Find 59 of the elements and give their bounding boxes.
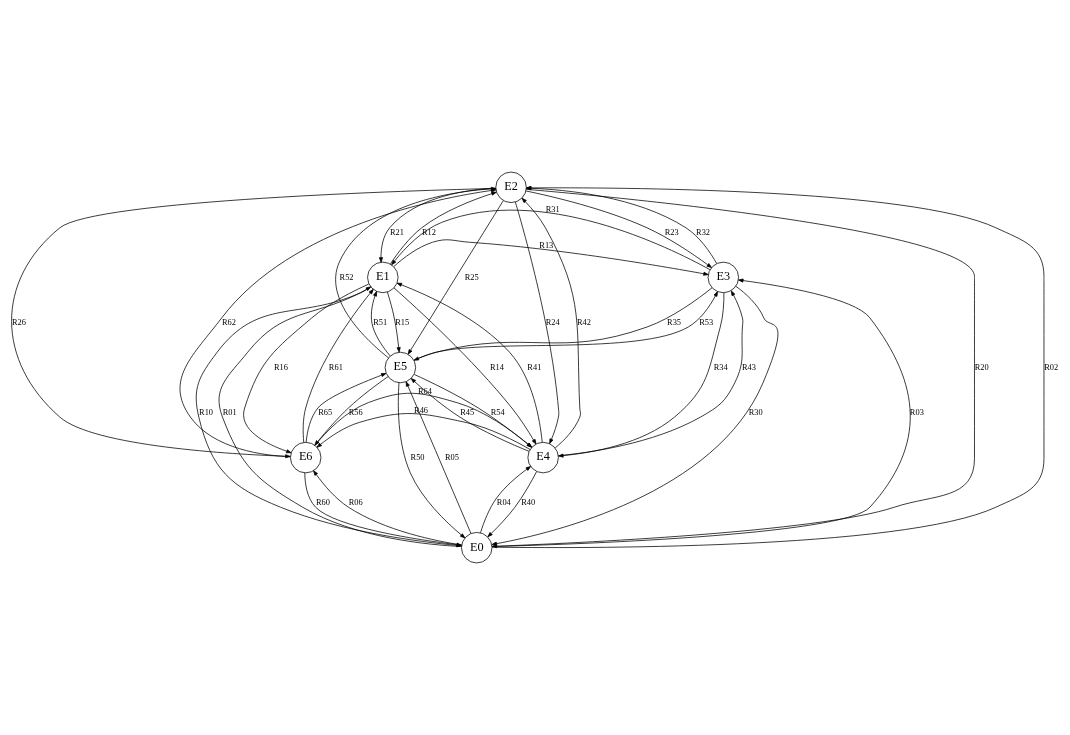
arrow (397, 382, 466, 539)
edge-label: R46 (414, 405, 429, 415)
edge-label: R01 (222, 407, 237, 417)
arrow (407, 200, 504, 355)
arrow (393, 239, 709, 276)
arrow (243, 283, 370, 454)
edge-label: R32 (696, 227, 711, 237)
arrow (305, 373, 387, 443)
edge-label: R64 (418, 386, 432, 396)
edge-label: R45 (460, 407, 475, 417)
edge-label: R43 (741, 362, 756, 372)
edge-label: R14 (489, 362, 504, 372)
arrow (314, 392, 533, 448)
edge-label: R40 (521, 497, 536, 507)
edge-label: R31 (545, 205, 560, 215)
edge-label: R61 (328, 362, 343, 372)
edge-label: R05 (444, 452, 459, 462)
edge-label: R52 (339, 272, 354, 282)
edge-label: R23 (664, 227, 679, 237)
edge-label: R62 (221, 317, 236, 327)
arrow (491, 285, 779, 546)
arrow (391, 209, 711, 271)
edge-label: R16 (273, 362, 288, 372)
edge-label: R42 (577, 317, 591, 327)
edge-label: R02 (1044, 362, 1059, 372)
edge-label: R06 (348, 497, 363, 507)
edge-label: R26 (12, 317, 27, 327)
edge-label: R35 (667, 317, 682, 327)
arrow (487, 471, 537, 538)
arrow (302, 289, 374, 443)
edge-label: R34 (713, 362, 728, 372)
edge-label: R21 (389, 227, 404, 237)
edge-label: R65 (318, 407, 333, 417)
edge-label: R56 (348, 407, 363, 417)
edge-label: R54 (490, 407, 505, 417)
edge-label: R60 (315, 497, 330, 507)
arrow (480, 466, 531, 534)
edge-label: R04 (496, 497, 511, 507)
edge-label: R25 (464, 272, 479, 282)
arrow (405, 381, 472, 534)
edge-label: R24 (545, 317, 560, 327)
edge-label: R51 (373, 317, 388, 327)
edge-label: R15 (395, 317, 410, 327)
edge-label: R10 (199, 407, 214, 417)
arrow (387, 291, 401, 353)
edge-label: R20 (974, 362, 989, 372)
edge-label: R03 (909, 407, 924, 417)
arrow (316, 413, 531, 450)
edge-label: R41 (527, 362, 542, 372)
arrow (514, 201, 560, 444)
arrow (314, 376, 389, 446)
arrow (521, 197, 581, 449)
arrow (390, 191, 497, 265)
edge-label: R30 (748, 407, 763, 417)
edge-label: R53 (699, 317, 714, 327)
edge-label: R12 (422, 227, 436, 237)
edge-label: R13 (539, 241, 554, 251)
edge-label: R50 (410, 452, 425, 462)
arrow (370, 291, 391, 357)
